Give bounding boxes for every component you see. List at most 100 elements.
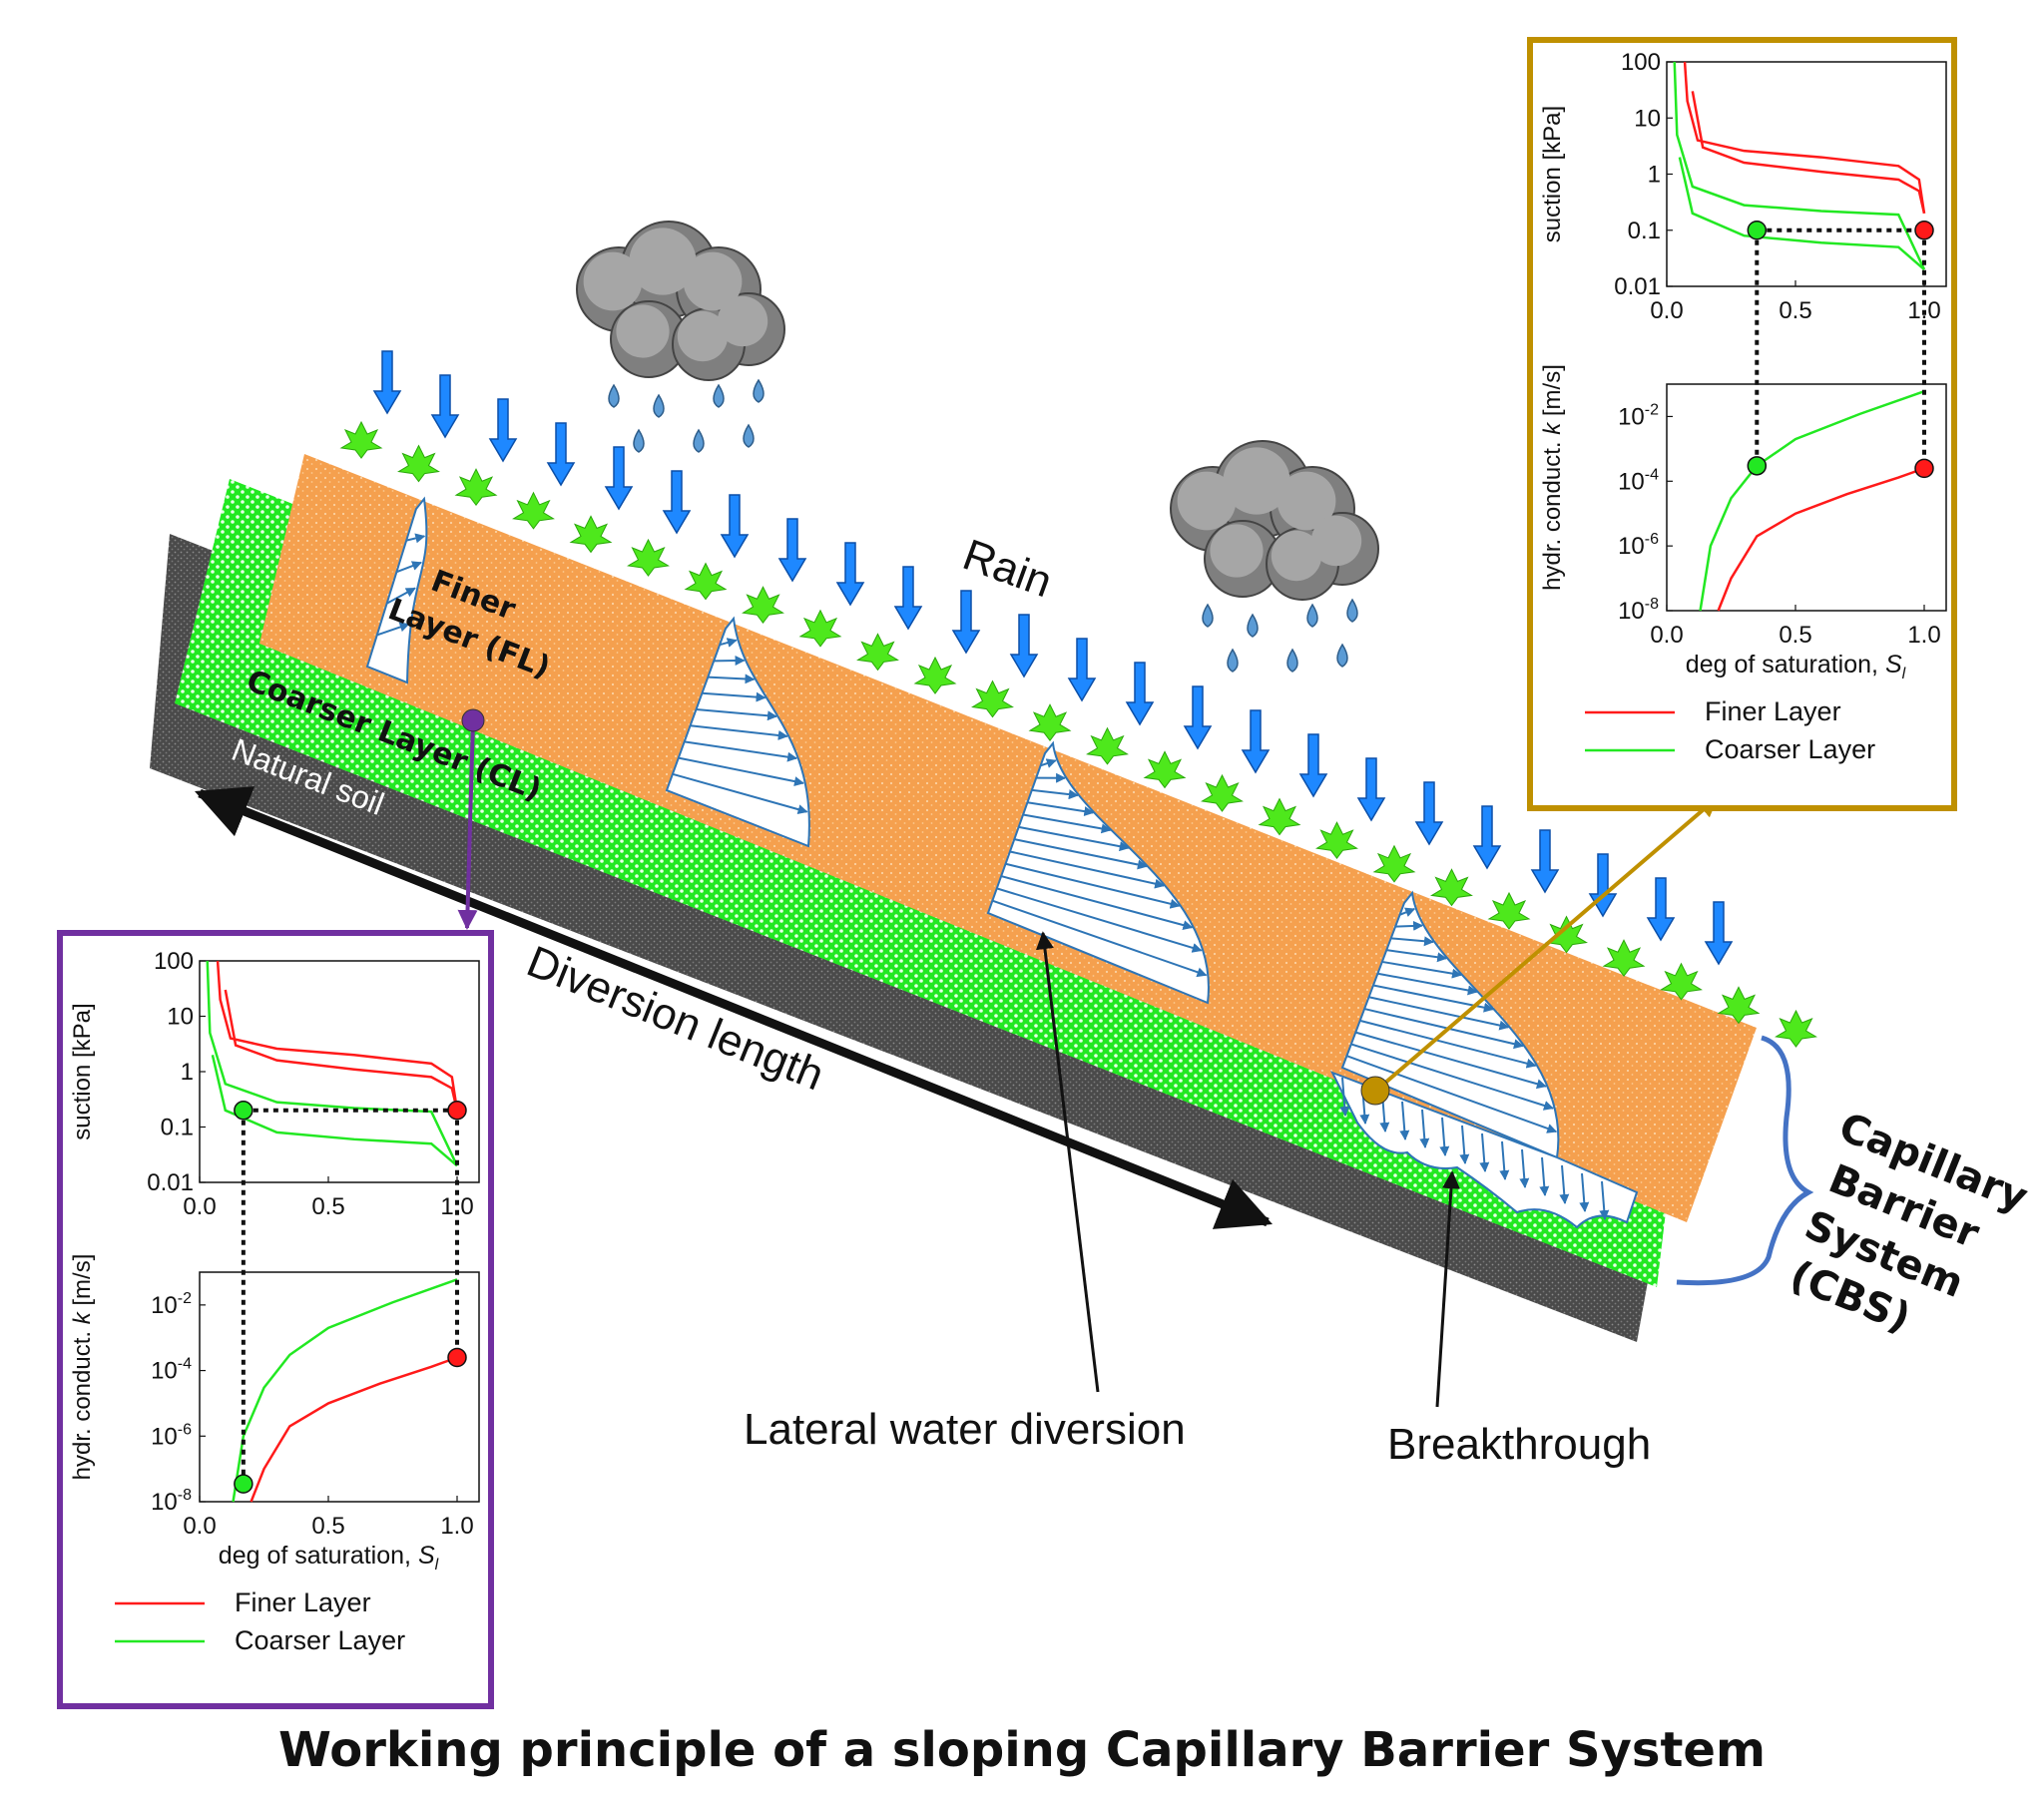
- cloud-icon: [576, 221, 785, 453]
- suction-tick-label: 0.1: [1628, 218, 1661, 244]
- plant-icon: [1315, 821, 1358, 860]
- rain-arrow: [1241, 709, 1271, 774]
- retention-curve: [206, 960, 459, 1166]
- rain-arrow: [1414, 781, 1444, 846]
- flow-arrow: [1350, 1043, 1554, 1111]
- breakthrough-arrow: [1459, 1125, 1470, 1164]
- right-inset-anchor: [1360, 1076, 1390, 1106]
- flow-arrow: [708, 674, 756, 684]
- rain-arrow: [1298, 733, 1328, 798]
- flow-arrow: [386, 587, 416, 605]
- breakthrough-zone: [1329, 1071, 1639, 1229]
- suction-tick-label: 0.1: [161, 1115, 194, 1141]
- breakthrough-arrow: [1519, 1148, 1530, 1188]
- flow-arrow: [678, 756, 804, 787]
- left-inset-connector: [457, 719, 478, 930]
- retention-curve: [1683, 61, 1926, 215]
- cbs-label: Capillary Barrier System (CBS): [1784, 1105, 2034, 1342]
- conductivity-curve: [250, 1356, 458, 1503]
- plant-icon: [1372, 844, 1416, 883]
- conductivity-curve: [1717, 467, 1925, 612]
- plant-icon: [913, 656, 957, 694]
- coarser-marker: [234, 1101, 254, 1121]
- plant-icon: [1717, 986, 1761, 1025]
- lateral-diversion-pointer: [1035, 931, 1100, 1393]
- conductivity-tick-label: 10-4: [1618, 466, 1659, 495]
- rain-arrow: [1646, 877, 1676, 942]
- suction-tick-label: 10: [1634, 105, 1661, 132]
- suction-tick-label: 0.01: [1614, 273, 1661, 300]
- x-tick-label: 0.5: [311, 1193, 344, 1220]
- coarser-marker: [1747, 221, 1768, 240]
- flow-arrow: [1395, 920, 1424, 931]
- x-tick-label: 1.0: [1907, 622, 1940, 649]
- rain-arrow: [720, 494, 750, 559]
- plant-icon: [856, 633, 899, 672]
- x-tick-label: 1.0: [440, 1513, 473, 1540]
- legend-finer-label: Finer Layer: [1705, 696, 1841, 726]
- finer-marker: [1914, 458, 1934, 479]
- suction-tick-label: 1: [181, 1059, 194, 1086]
- plant-icon: [1258, 797, 1301, 836]
- breakthrough-pointer: [1435, 1170, 1460, 1408]
- plant-icon: [1775, 1009, 1817, 1048]
- breakthrough-arrow: [1559, 1164, 1570, 1204]
- rain-arrow: [372, 350, 402, 415]
- rain-arrow: [1472, 805, 1502, 870]
- conductivity-tick-label: 10-6: [151, 1421, 192, 1450]
- flow-profile-shape: [365, 496, 428, 684]
- suction-tick-label: 10: [167, 1004, 194, 1031]
- rain-arrow: [1183, 685, 1213, 750]
- rain-arrow: [662, 470, 692, 535]
- suction-tick-label: 100: [1621, 49, 1661, 76]
- conductivity-axis-label: hydr. conduct. k [m/s]: [1539, 364, 1566, 591]
- plant-icon: [1143, 750, 1187, 789]
- breakthrough-arrow: [1599, 1180, 1610, 1220]
- plant-icon: [512, 491, 555, 530]
- legend-coarser-label: Coarser Layer: [235, 1625, 405, 1655]
- plant-icon: [1487, 891, 1531, 930]
- conductivity-tick-label: 10-2: [151, 1290, 192, 1319]
- rain-arrow: [1704, 901, 1734, 966]
- retention-curve: [1691, 91, 1926, 215]
- plant-icon: [742, 586, 784, 625]
- flow-arrow: [376, 622, 410, 637]
- plant-icon: [454, 468, 498, 507]
- conductivity-tick-label: 10-2: [1618, 401, 1659, 430]
- retention-curve: [1678, 157, 1925, 271]
- flow-arrow: [405, 533, 426, 544]
- flow-arrow: [1040, 758, 1057, 768]
- left-inset-anchor: [461, 708, 485, 732]
- plant-icon: [569, 515, 613, 554]
- rain-arrow: [951, 590, 981, 655]
- breakthrough-arrow: [1399, 1101, 1410, 1140]
- figure-caption: Working principle of a sloping Capillary…: [278, 1722, 1766, 1778]
- rain-arrow: [893, 566, 923, 631]
- conductivity-tick-label: 10-6: [1618, 531, 1659, 560]
- flow-arrow: [1359, 1019, 1537, 1069]
- breakthrough-arrow: [1539, 1156, 1550, 1196]
- rain-arrow: [546, 422, 576, 487]
- plant-icon: [339, 420, 383, 459]
- finer-marker: [447, 1347, 467, 1368]
- plant-icon: [397, 444, 440, 483]
- legend-coarser-label: Coarser Layer: [1705, 734, 1875, 764]
- plant-icon: [971, 679, 1014, 718]
- breakthrough-arrow: [1579, 1172, 1590, 1212]
- flow-arrow: [684, 740, 798, 762]
- suction-axis-label: suction [kPa]: [1539, 106, 1566, 242]
- finer-marker: [447, 1101, 467, 1121]
- plant-icon: [1201, 773, 1244, 812]
- flow-arrow: [719, 638, 738, 648]
- cloud-icon: [1170, 440, 1379, 673]
- rain-arrow: [604, 446, 634, 511]
- x-tick-label: 0.5: [311, 1513, 344, 1540]
- saturation-axis-label: deg of saturation, Sl: [1686, 651, 1906, 682]
- conductivity-tick-label: 10-4: [151, 1356, 192, 1385]
- coarser-marker: [234, 1474, 254, 1494]
- retention-curve: [1673, 61, 1926, 270]
- legend-finer-label: Finer Layer: [235, 1587, 371, 1617]
- flow-profile: [365, 496, 428, 684]
